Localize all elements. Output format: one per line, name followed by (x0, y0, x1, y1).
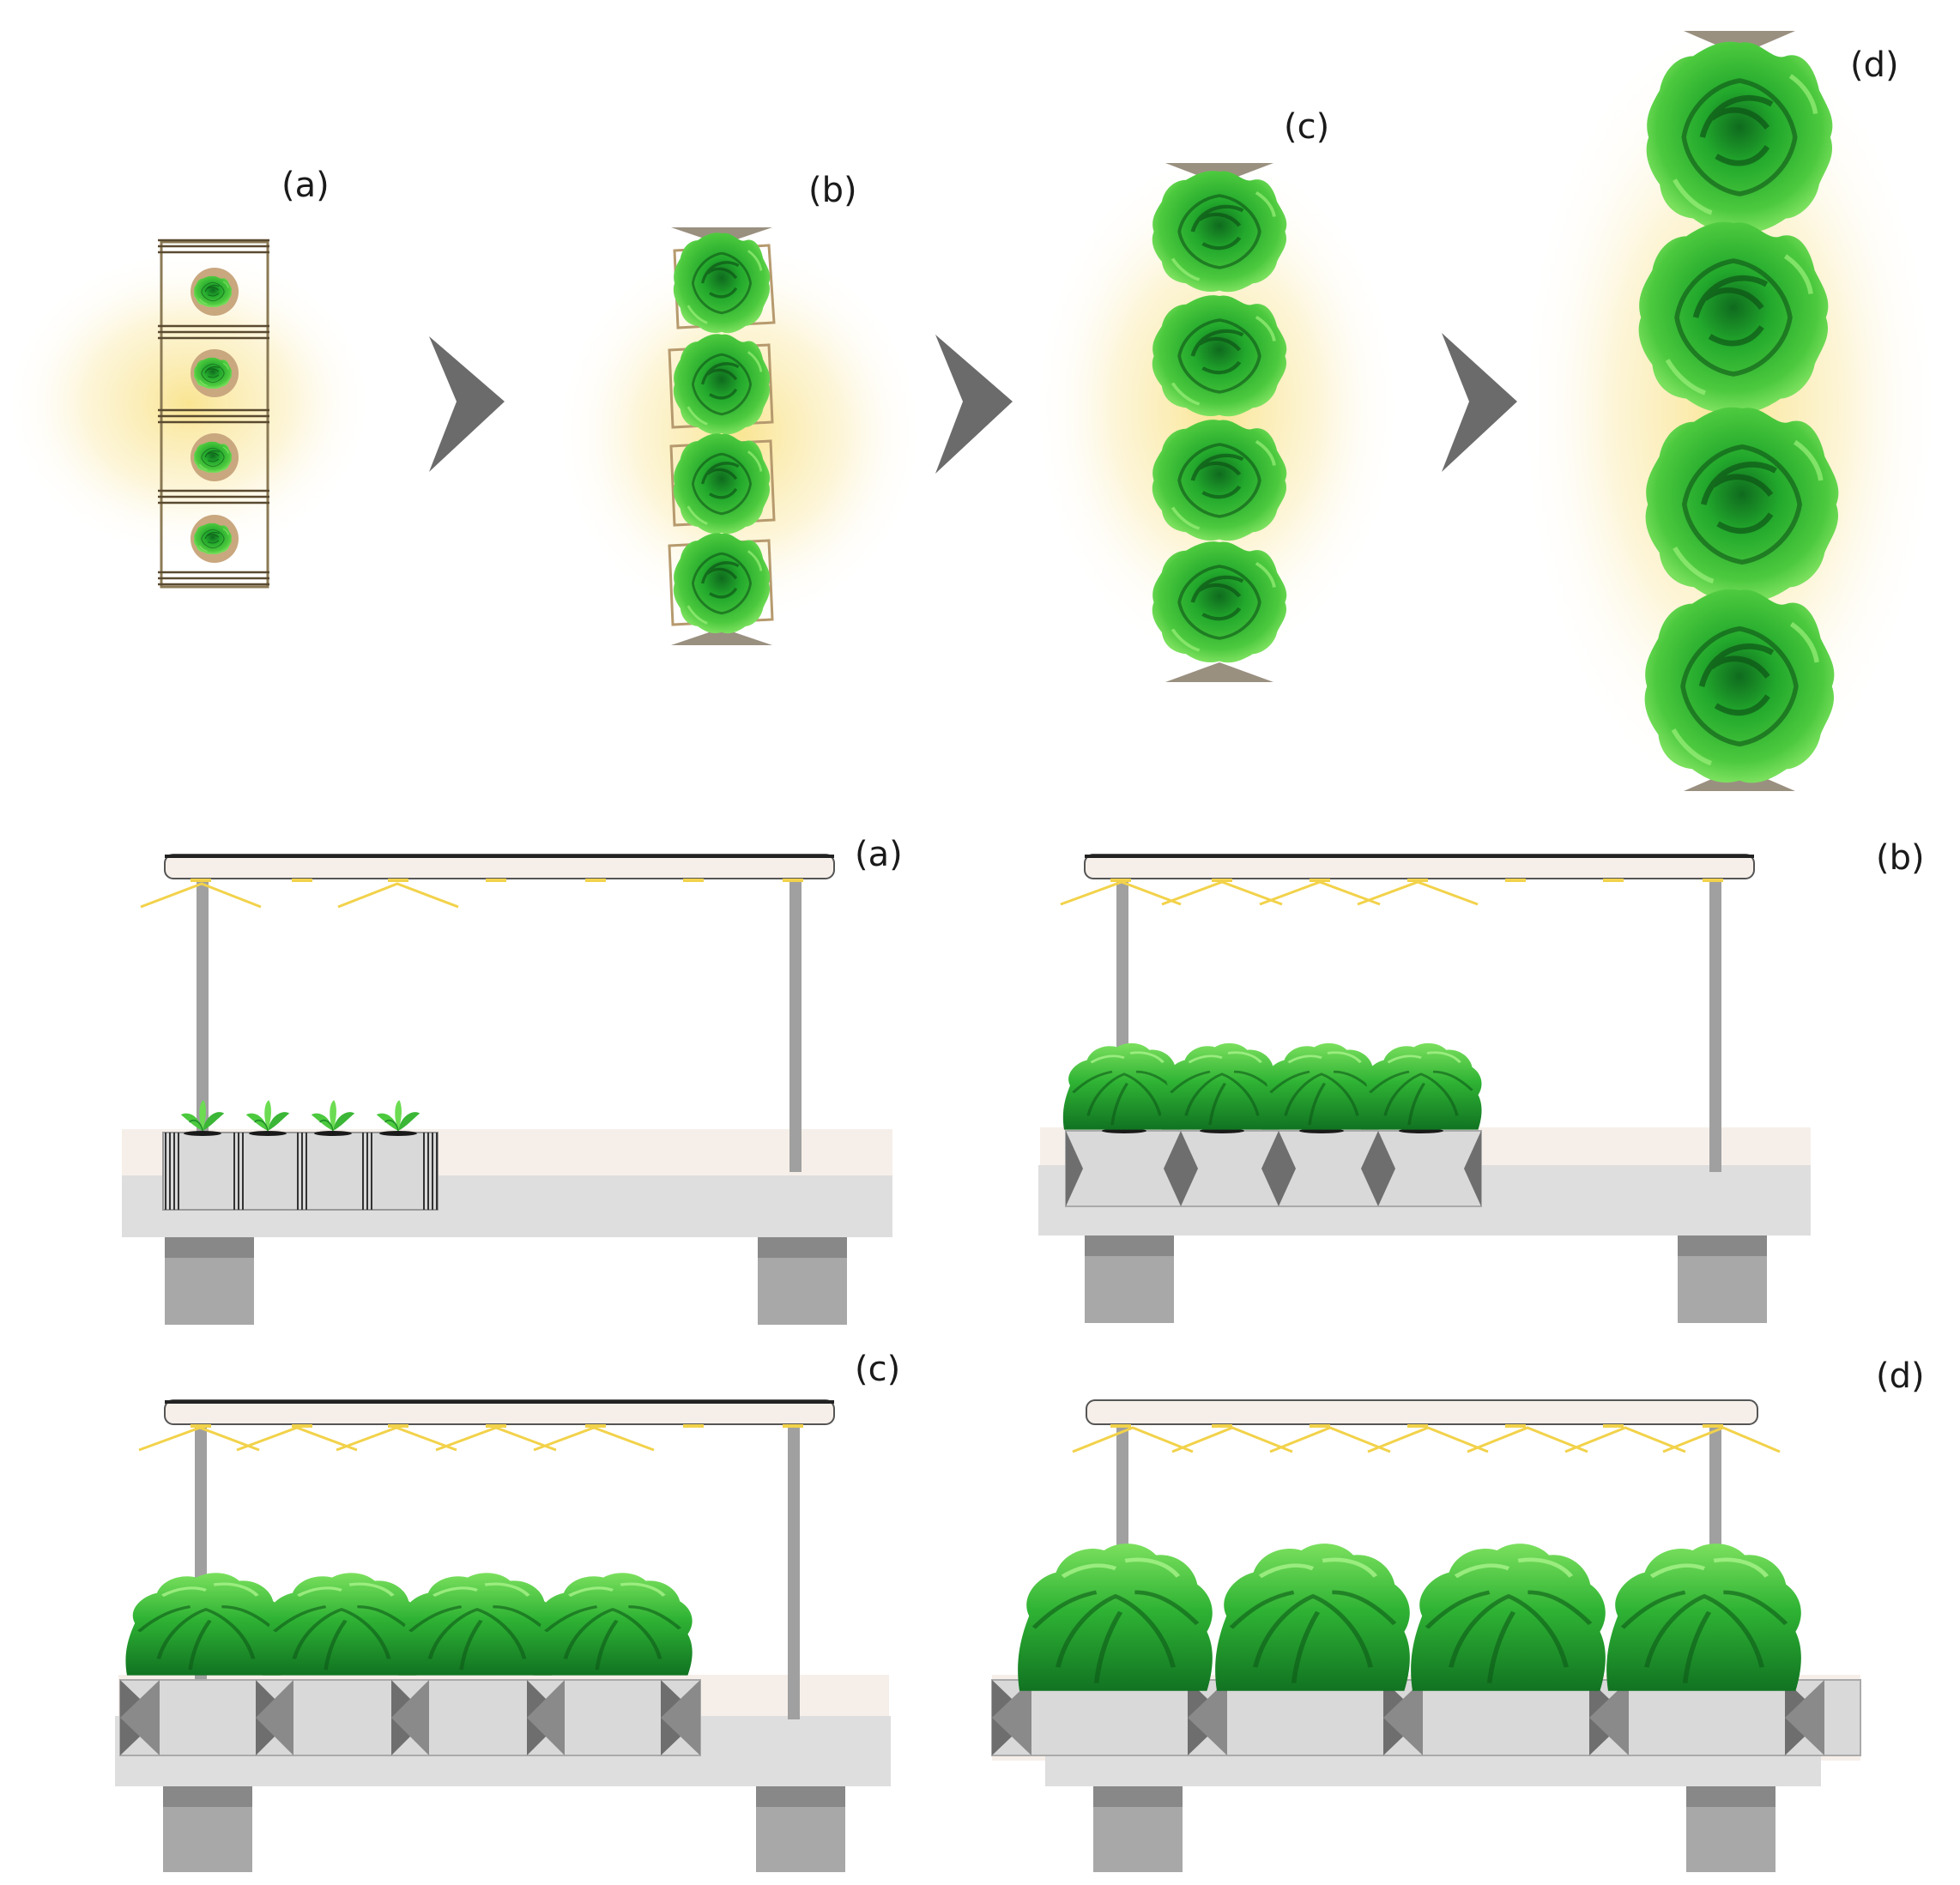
mature-plant-column-top (1639, 31, 1839, 791)
bench-panel-a (122, 854, 892, 1325)
arrow-right-icon (935, 335, 1013, 474)
seedling-column-top (158, 239, 269, 589)
arrow-right-icon (1442, 333, 1517, 472)
young-plant-column-top (668, 227, 776, 645)
bench-panel-b (1038, 854, 1811, 1323)
label-top-c: (c) (1284, 107, 1330, 147)
growing-plant-column-top (1152, 163, 1287, 682)
bench-panel-d (991, 1399, 1861, 1872)
label-top-b: (b) (808, 171, 857, 210)
light-glow-b (555, 240, 924, 626)
bench-panel-c (115, 1399, 891, 1872)
light-glow-a (4, 249, 373, 558)
label-bottom-a: (a) (855, 835, 903, 874)
arrow-right-icon (429, 336, 505, 472)
label-bottom-d: (d) (1876, 1356, 1925, 1396)
label-bottom-c: (c) (855, 1350, 901, 1389)
label-top-d: (d) (1850, 45, 1899, 85)
label-bottom-b: (b) (1876, 838, 1925, 878)
label-top-a: (a) (281, 166, 330, 205)
